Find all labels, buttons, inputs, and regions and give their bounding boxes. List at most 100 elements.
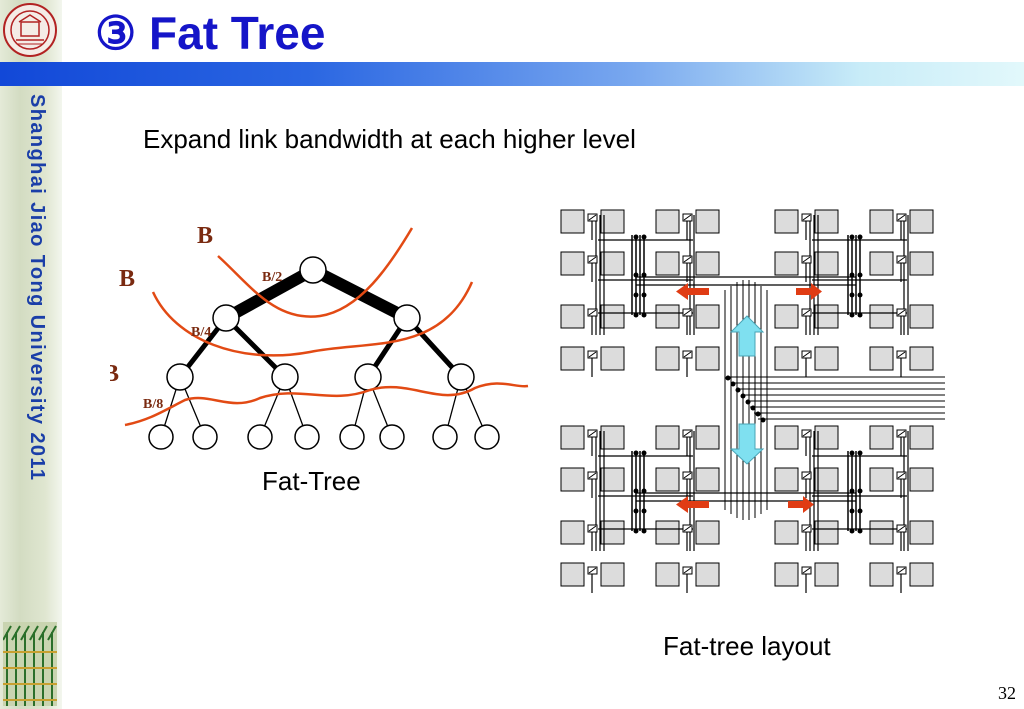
processor-node — [560, 209, 585, 234]
bandwidth-label: B — [197, 223, 213, 249]
processor-node — [869, 467, 894, 492]
processor-node — [600, 520, 625, 545]
processor-node — [560, 520, 585, 545]
processor-node — [909, 304, 934, 329]
processor-node — [814, 304, 839, 329]
processor-node — [695, 467, 720, 492]
cyan-arrows-icon — [729, 315, 765, 465]
title-underline-bar — [0, 62, 1024, 86]
processor-node — [560, 251, 585, 276]
processor-node — [774, 346, 799, 371]
processor-node — [869, 520, 894, 545]
processor-node — [600, 425, 625, 450]
decorative-pattern — [3, 622, 57, 706]
processor-node — [600, 467, 625, 492]
processor-node — [655, 346, 680, 371]
processor-node — [909, 520, 934, 545]
processor-node — [869, 562, 894, 587]
processor-node — [695, 520, 720, 545]
level2-node — [393, 304, 421, 332]
link-label: B/2 — [262, 270, 282, 285]
leaf-node — [339, 424, 365, 450]
processor-node — [814, 346, 839, 371]
processor-node — [695, 346, 720, 371]
processor-node — [909, 467, 934, 492]
processor-node — [909, 251, 934, 276]
processor-node — [695, 425, 720, 450]
processor-node — [655, 520, 680, 545]
processor-node — [869, 304, 894, 329]
processor-node — [600, 251, 625, 276]
processor-node — [869, 425, 894, 450]
cut-lines — [124, 227, 529, 427]
processor-node — [774, 425, 799, 450]
bus-dots — [725, 375, 766, 423]
processor-node — [655, 467, 680, 492]
root-node — [299, 256, 327, 284]
processor-node — [560, 562, 585, 587]
level3-node — [166, 363, 194, 391]
processor-node — [655, 251, 680, 276]
processor-node — [774, 304, 799, 329]
leaf-node — [148, 424, 174, 450]
level3-node — [447, 363, 475, 391]
fat-tree-caption: Fat-Tree — [262, 466, 361, 496]
processor-node — [655, 209, 680, 234]
leaf-node — [192, 424, 218, 450]
level3-node — [354, 363, 382, 391]
processor-node — [655, 304, 680, 329]
processor-nodes — [560, 209, 934, 587]
processor-node — [774, 520, 799, 545]
university-logo-icon — [3, 3, 57, 57]
layout-caption: Fat-tree layout — [663, 631, 831, 661]
layout-switches — [587, 213, 907, 575]
processor-node — [814, 209, 839, 234]
layout-wires — [591, 215, 909, 593]
processor-node — [909, 209, 934, 234]
tree-nodes — [148, 256, 500, 450]
leaf-node — [379, 424, 405, 450]
processor-node — [869, 209, 894, 234]
link-label: B/4 — [191, 325, 211, 340]
processor-node — [695, 562, 720, 587]
processor-node — [560, 346, 585, 371]
leaf-node — [247, 424, 273, 450]
processor-node — [774, 467, 799, 492]
processor-node — [560, 425, 585, 450]
processor-node — [774, 562, 799, 587]
processor-node — [600, 346, 625, 371]
processor-node — [655, 562, 680, 587]
processor-node — [600, 304, 625, 329]
sidebar: Shanghai Jiao Tong University 2011 — [0, 0, 62, 709]
processor-node — [869, 346, 894, 371]
processor-node — [655, 425, 680, 450]
processor-node — [695, 304, 720, 329]
link-label: B/8 — [143, 397, 163, 412]
processor-node — [560, 304, 585, 329]
bandwidth-label: B — [119, 266, 135, 292]
page-number: 32 — [998, 683, 1016, 703]
processor-node — [774, 209, 799, 234]
leaf-node — [432, 424, 458, 450]
processor-node — [909, 346, 934, 371]
processor-node — [814, 562, 839, 587]
processor-node — [814, 467, 839, 492]
processor-node — [909, 562, 934, 587]
level2-node — [212, 304, 240, 332]
leaf-node — [474, 424, 500, 450]
processor-node — [600, 562, 625, 587]
tree-links — [160, 264, 488, 438]
red-arrows-icon — [676, 283, 822, 513]
bandwidth-label: B — [110, 361, 119, 387]
slide-subtitle: Expand link bandwidth at each higher lev… — [143, 124, 636, 154]
processor-node — [695, 251, 720, 276]
processor-node — [814, 520, 839, 545]
processor-node — [600, 209, 625, 234]
level3-node — [271, 363, 299, 391]
slide-title: ③ Fat Tree — [95, 7, 326, 59]
fat-tree-layout-diagram — [560, 209, 945, 593]
leaf-node — [294, 424, 320, 450]
processor-node — [814, 425, 839, 450]
processor-node — [695, 209, 720, 234]
processor-node — [814, 251, 839, 276]
